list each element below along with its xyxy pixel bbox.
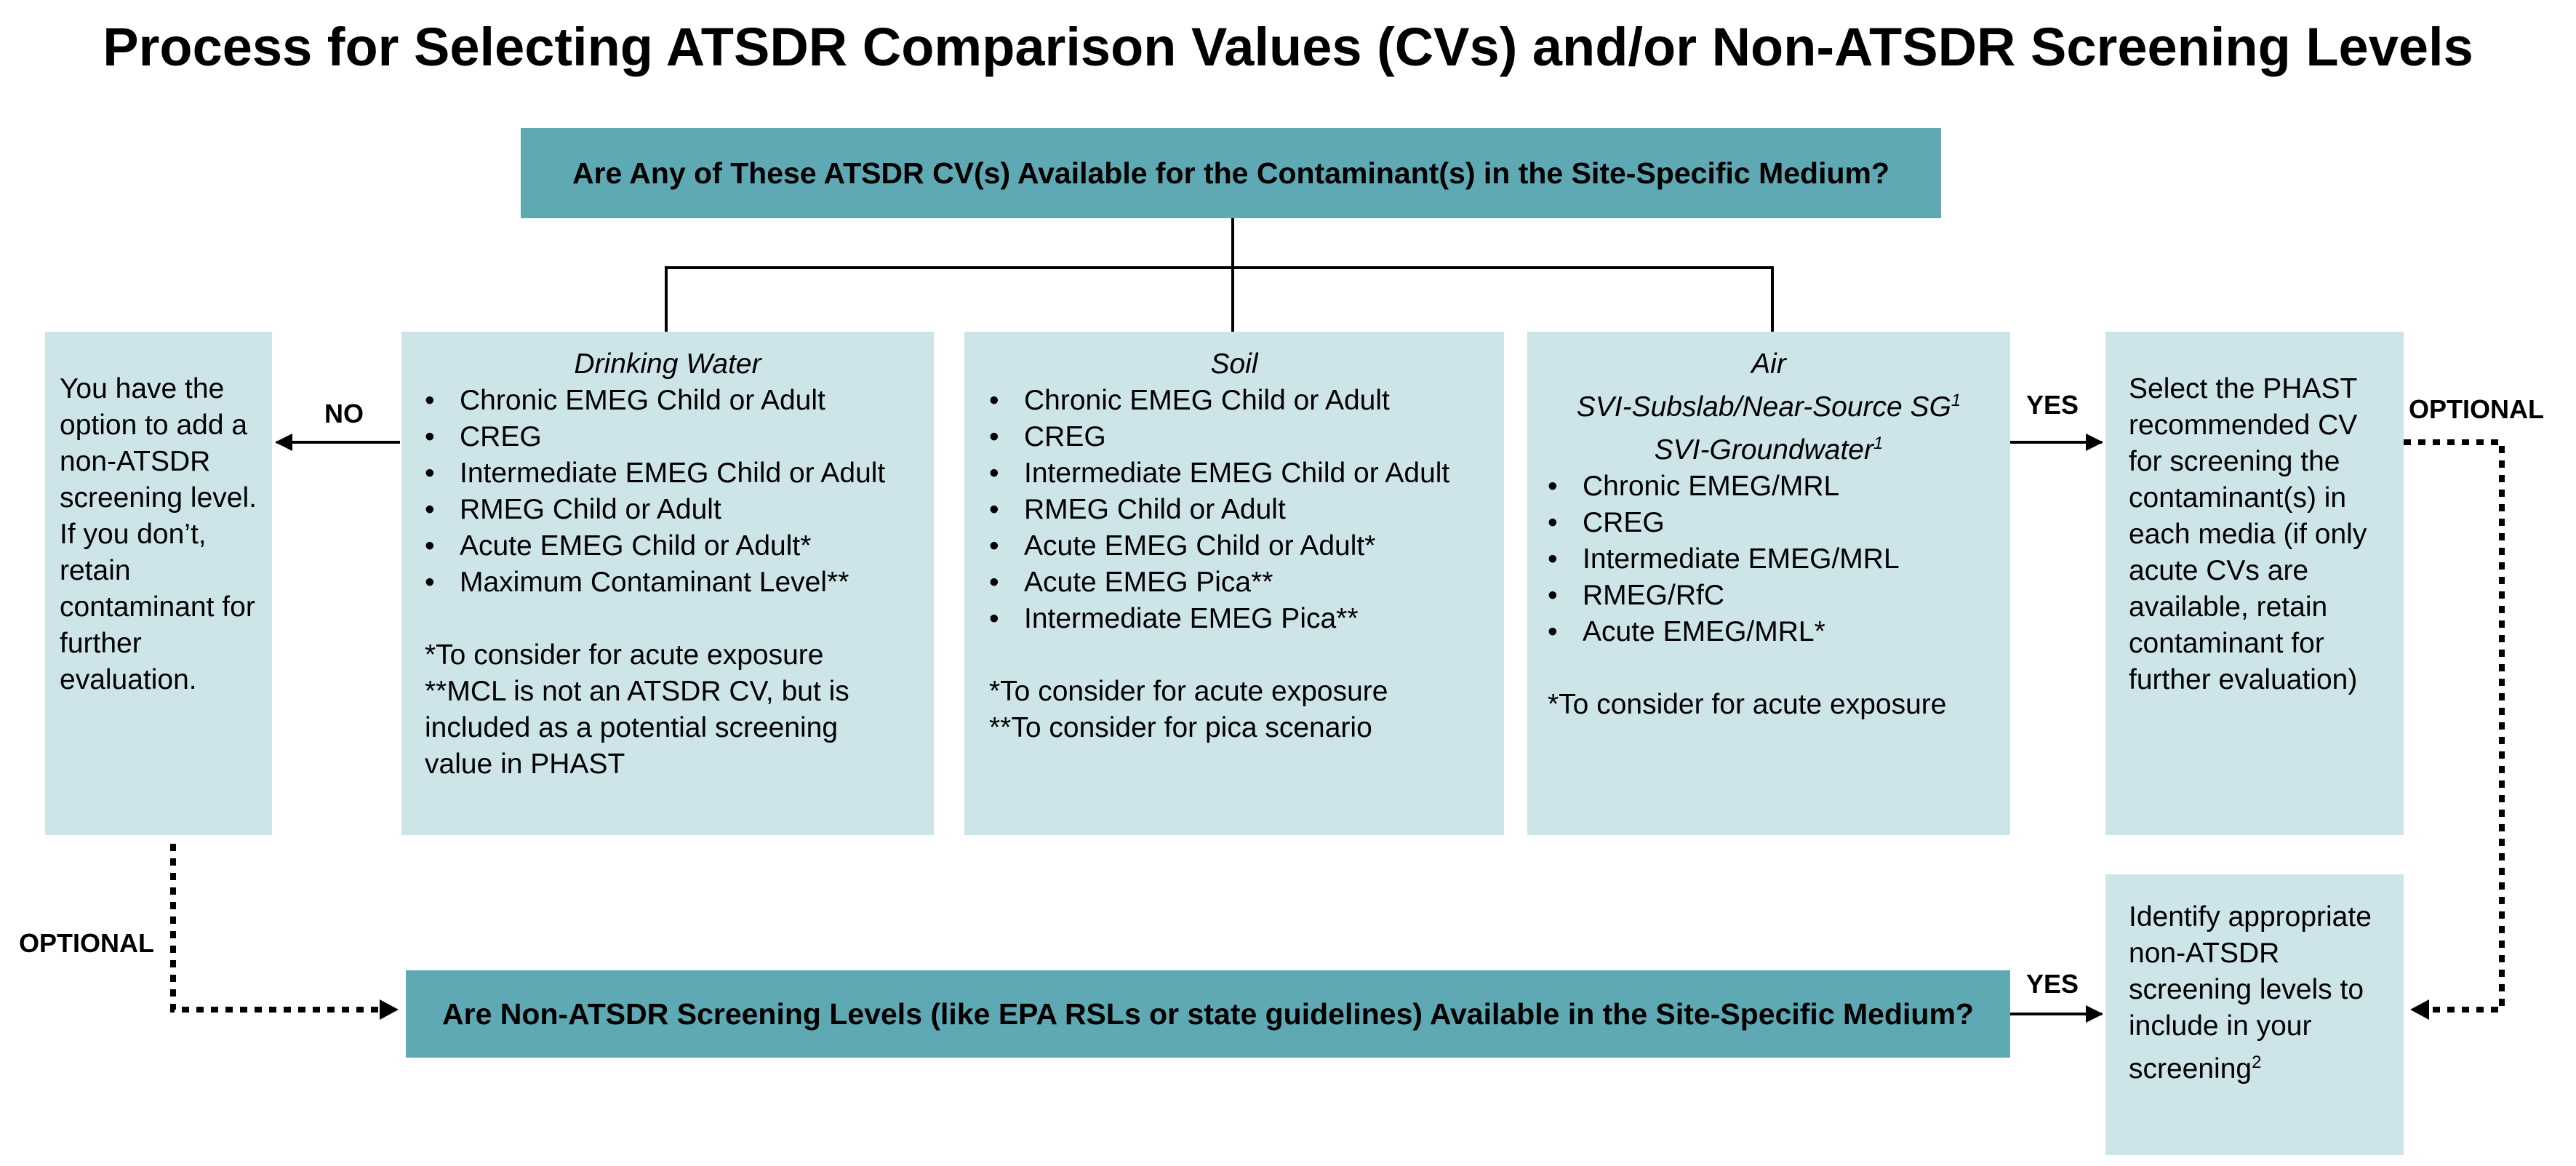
list-item: RMEG Child or Adult: [989, 492, 1504, 528]
optional-left-arrowhead: [380, 999, 399, 1020]
yes-bottom-label: YES: [2026, 969, 2079, 999]
optional-right-label: OPTIONAL: [2409, 394, 2544, 424]
air-subheading-groundwater: SVI-Groundwater1: [1654, 434, 1884, 466]
list-item: CREG: [425, 419, 934, 455]
top-question-box: Are Any of These ATSDR CV(s) Available f…: [521, 128, 1941, 218]
list-item: Maximum Contaminant Level**: [425, 564, 934, 601]
page-title: Process for Selecting ATSDR Comparison V…: [103, 17, 2473, 77]
list-item: Acute EMEG Pica**: [989, 564, 1504, 601]
list-item: Intermediate EMEG/MRL: [1548, 541, 2010, 578]
drinking-water-list: Chronic EMEG Child or Adult CREG Interme…: [425, 383, 934, 601]
select-cv-box: Select the PHAST recommended CV for scre…: [2105, 332, 2404, 835]
list-item: CREG: [989, 419, 1504, 455]
list-item: Acute EMEG Child or Adult*: [989, 528, 1504, 564]
no-label: NO: [324, 399, 364, 428]
air-heading: Air: [1751, 348, 1786, 380]
identify-levels-box: Identify appropriate non-ATSDR screening…: [2105, 874, 2404, 1155]
list-item: Acute EMEG Child or Adult*: [425, 528, 934, 564]
optional-left-path: [170, 844, 384, 1013]
air-note-acute: *To consider for acute exposure: [1548, 689, 1947, 720]
optional-left-label: OPTIONAL: [19, 928, 154, 958]
list-item: Chronic EMEG Child or Adult: [989, 383, 1504, 419]
air-list: Chronic EMEG/MRL CREG Intermediate EMEG/…: [1548, 468, 2010, 650]
list-item: Chronic EMEG/MRL: [1548, 468, 2010, 505]
air-box: Air SVI-Subslab/Near-Source SG1 SVI-Grou…: [1527, 332, 2010, 835]
list-item: CREG: [1548, 505, 2010, 541]
soil-list: Chronic EMEG Child or Adult CREG Interme…: [989, 383, 1504, 637]
soil-note-pica: **To consider for pica scenario: [989, 712, 1372, 743]
list-item: RMEG Child or Adult: [425, 492, 934, 528]
air-subheading-subslab: SVI-Subslab/Near-Source SG1: [1576, 391, 1961, 423]
no-option-box: You have the option to add a non-ATSDR s…: [45, 332, 272, 835]
optional-right-arrowhead: [2410, 999, 2429, 1020]
list-item: Chronic EMEG Child or Adult: [425, 383, 934, 419]
soil-note-acute: *To consider for acute exposure: [989, 676, 1388, 707]
list-item: Intermediate EMEG Pica**: [989, 601, 1504, 637]
yes-top-label: YES: [2026, 390, 2079, 420]
list-item: Acute EMEG/MRL*: [1548, 614, 2010, 650]
soil-box: Soil Chronic EMEG Child or Adult CREG In…: [964, 332, 1504, 835]
drinking-water-note-acute: *To consider for acute exposure: [425, 639, 824, 671]
list-item: Intermediate EMEG Child or Adult: [989, 455, 1504, 492]
list-item: RMEG/RfC: [1548, 578, 2010, 614]
drinking-water-heading: Drinking Water: [574, 348, 761, 380]
list-item: Intermediate EMEG Child or Adult: [425, 455, 934, 492]
drinking-water-note-mcl: **MCL is not an ATSDR CV, but is include…: [425, 676, 849, 780]
drinking-water-box: Drinking Water Chronic EMEG Child or Adu…: [401, 332, 934, 835]
soil-heading: Soil: [1210, 348, 1258, 380]
optional-right-path: [2404, 439, 2505, 1013]
bottom-question-box: Are Non-ATSDR Screening Levels (like EPA…: [406, 970, 2010, 1058]
